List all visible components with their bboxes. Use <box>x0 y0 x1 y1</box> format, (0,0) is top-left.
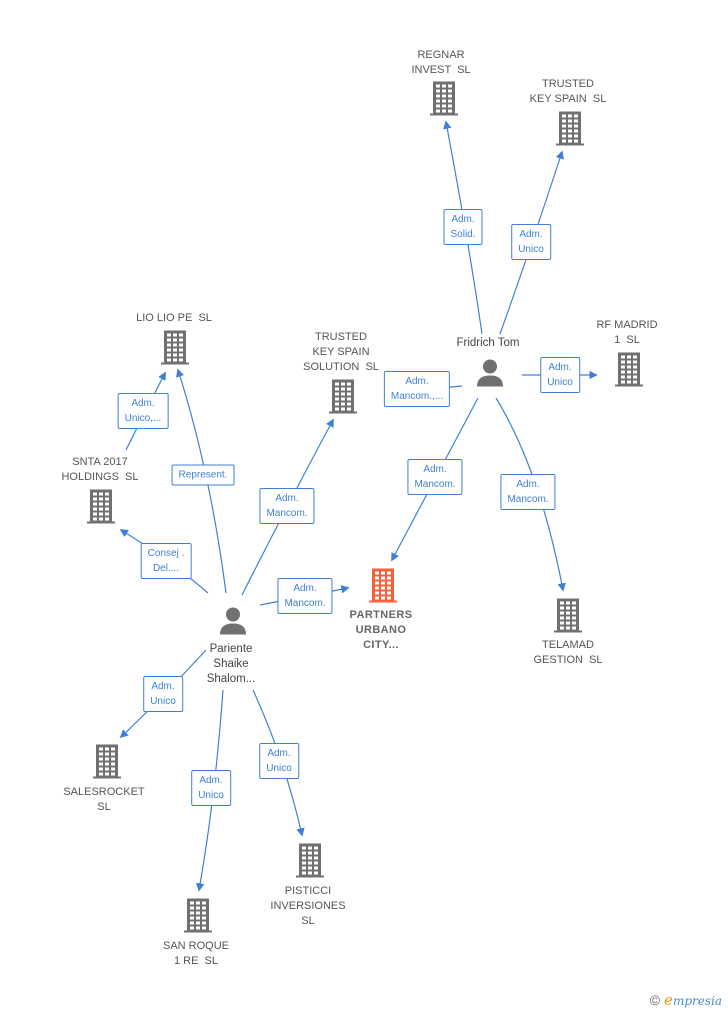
building-icon <box>554 598 582 633</box>
node-label-rf_madrid[interactable]: RF MADRID 1 SL <box>596 319 658 346</box>
node-label-telamad[interactable]: TELAMAD GESTION SL <box>533 639 603 666</box>
edge-label-fridrich-trusted_sol[interactable]: Adm. Mancom.,... <box>383 371 451 407</box>
node-partners[interactable] <box>369 567 397 608</box>
edge-label-pariente-lio[interactable]: Represent. <box>171 464 235 486</box>
edge-label-fridrich-partners[interactable]: Adm. Mancom. <box>407 459 463 495</box>
copyright-icon: © <box>649 992 661 1008</box>
node-label-pariente[interactable]: Pariente Shaike Shalom... <box>206 643 256 685</box>
node-label-fridrich[interactable]: Fridrich Tom <box>456 337 520 349</box>
building-icon <box>430 81 458 116</box>
empresia-brand[interactable]: ©empresia <box>650 991 722 1009</box>
building-icon <box>369 568 397 603</box>
edge-label-snta-lio[interactable]: Adm. Unico,... <box>117 393 169 429</box>
building-icon <box>93 744 121 779</box>
edge-label-fridrich-trusted_key[interactable]: Adm. Unico <box>511 224 551 260</box>
building-icon <box>329 379 357 414</box>
node-label-regnar[interactable]: REGNAR INVEST SL <box>411 49 471 76</box>
node-label-lio[interactable]: LIO LIO PE SL <box>136 312 212 324</box>
node-label-trusted_sol[interactable]: TRUSTED KEY SPAIN SOLUTION SL <box>303 331 379 373</box>
node-label-partners[interactable]: PARTNERS URBANO CITY... <box>349 609 413 651</box>
node-trusted_sol[interactable] <box>329 378 357 419</box>
person-icon <box>477 359 503 387</box>
building-icon <box>87 489 115 524</box>
node-sanroque[interactable] <box>184 897 212 938</box>
node-rf_madrid[interactable] <box>615 351 643 392</box>
node-telamad[interactable] <box>554 597 582 638</box>
building-icon <box>615 352 643 387</box>
edge-label-fridrich-regnar[interactable]: Adm. Solid. <box>443 209 483 245</box>
node-pisticci[interactable] <box>296 842 324 883</box>
node-salesrocket[interactable] <box>93 743 121 784</box>
edge-label-pariente-partners[interactable]: Adm. Mancom. <box>277 578 333 614</box>
node-pariente[interactable] <box>218 606 248 641</box>
node-lio[interactable] <box>161 329 189 370</box>
node-label-pisticci[interactable]: PISTICCI INVERSIONES SL <box>270 885 346 927</box>
edge-label-pariente-snta[interactable]: Consej . Del.... <box>140 543 192 579</box>
edge-label-pariente-trusted_sol[interactable]: Adm. Mancom. <box>259 488 315 524</box>
edge-label-fridrich-telamad[interactable]: Adm. Mancom. <box>500 474 556 510</box>
node-fridrich[interactable] <box>475 358 505 393</box>
node-label-sanroque[interactable]: SAN ROQUE 1 RE SL <box>162 940 230 967</box>
node-regnar[interactable] <box>430 80 458 121</box>
edge-label-pariente-sanroque[interactable]: Adm. Unico <box>191 770 231 806</box>
building-icon <box>556 111 584 146</box>
brand-name: mpresia <box>672 994 722 1008</box>
building-icon <box>184 898 212 933</box>
person-icon <box>220 607 246 635</box>
building-icon <box>296 843 324 878</box>
edge-label-pariente-salesrocket[interactable]: Adm. Unico <box>143 676 183 712</box>
node-snta[interactable] <box>87 488 115 529</box>
node-label-salesrocket[interactable]: SALESROCKET SL <box>63 786 145 813</box>
edge-label-pariente-pisticci[interactable]: Adm. Unico <box>259 743 299 779</box>
node-trusted_key[interactable] <box>556 110 584 151</box>
edge-label-fridrich-rf_madrid[interactable]: Adm. Unico <box>540 357 580 393</box>
node-label-trusted_key[interactable]: TRUSTED KEY SPAIN SL <box>529 78 607 105</box>
brand-initial: e <box>664 991 673 1009</box>
building-icon <box>161 330 189 365</box>
node-label-snta[interactable]: SNTA 2017 HOLDINGS SL <box>61 456 139 483</box>
